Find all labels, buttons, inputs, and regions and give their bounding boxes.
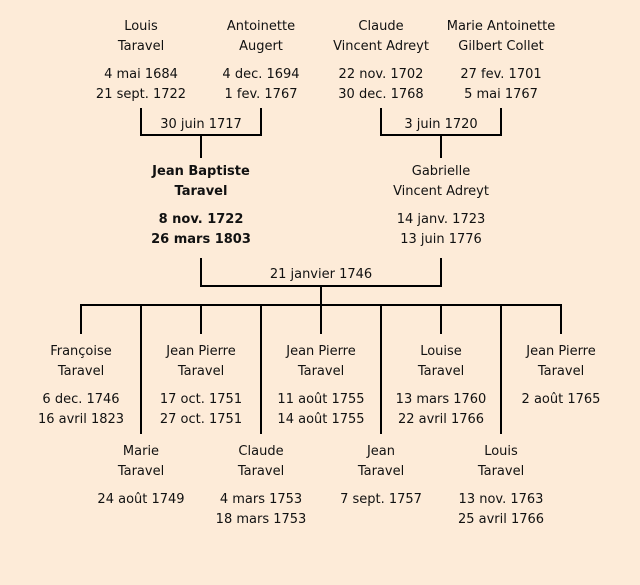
person-last-name: Taravel [357, 464, 405, 479]
person-jean-baptiste-taravel[interactable]: Jean Baptiste Taravel 8 nov. 1722 26 mar… [131, 162, 271, 250]
person-death-date: 13 juin 1776 [400, 232, 482, 247]
person-last-name: Taravel [417, 364, 465, 379]
person-last-name: Taravel [117, 464, 165, 479]
person-first-name: Gabrielle [411, 164, 471, 179]
marriage-date-taravel-augert: 30 juin 1717 [160, 117, 242, 132]
person-first-name: Jean Baptiste [152, 164, 250, 179]
child-marie-taravel[interactable]: Marie Taravel 24 août 1749 [71, 442, 211, 510]
person-last-name: Gilbert Collet [458, 39, 544, 54]
person-death-date: 14 août 1755 [277, 412, 365, 427]
person-last-name: Augert [239, 39, 283, 54]
person-last-name: Taravel [117, 39, 165, 54]
person-death-date: 26 mars 1803 [151, 232, 251, 247]
person-last-name: Taravel [537, 364, 585, 379]
person-birth-date: 17 oct. 1751 [159, 392, 243, 407]
person-birth-date: 13 nov. 1763 [458, 492, 544, 507]
person-birth-date: 24 août 1749 [97, 492, 185, 507]
child-claude-taravel[interactable]: Claude Taravel 4 mars 1753 18 mars 1753 [191, 442, 331, 530]
person-first-name: Claude [358, 19, 404, 34]
person-first-name: Marie [122, 444, 160, 459]
person-birth-date: 27 fev. 1701 [460, 67, 542, 82]
person-gabrielle-vincent-adreyt[interactable]: Gabrielle Vincent Adreyt 14 janv. 1723 1… [371, 162, 511, 250]
person-first-name: Louis [484, 444, 518, 459]
person-death-date: 25 avril 1766 [457, 512, 545, 527]
person-last-name: Taravel [57, 364, 105, 379]
person-birth-date: 14 janv. 1723 [396, 212, 486, 227]
person-birth-date: 4 mars 1753 [219, 492, 303, 507]
person-first-name: Marie Antoinette [446, 19, 556, 34]
person-birth-date: 2 août 1765 [521, 392, 601, 407]
child-louise-taravel[interactable]: Louise Taravel 13 mars 1760 22 avril 176… [371, 342, 511, 430]
marriage-date-parents: 21 janvier 1746 [269, 267, 373, 282]
person-birth-date: 11 août 1755 [277, 392, 365, 407]
person-first-name: Antoinette [226, 19, 296, 34]
person-birth-date: 22 nov. 1702 [338, 67, 424, 82]
person-marie-antoinette-gilbert-collet[interactable]: Marie Antoinette Gilbert Collet 27 fev. … [431, 17, 571, 105]
person-death-date: 30 dec. 1768 [338, 87, 424, 102]
person-first-name: Jean [366, 444, 396, 459]
person-birth-date: 4 mai 1684 [104, 67, 178, 82]
person-death-date: 16 avril 1823 [37, 412, 125, 427]
person-first-name: Jean Pierre [526, 344, 596, 359]
person-death-date: 27 oct. 1751 [159, 412, 243, 427]
person-birth-date: 13 mars 1760 [395, 392, 487, 407]
person-last-name: Taravel [477, 464, 525, 479]
child-jean-pierre-taravel-1755[interactable]: Jean Pierre Taravel 11 août 1755 14 août… [251, 342, 391, 430]
person-death-date: 18 mars 1753 [215, 512, 307, 527]
person-last-name: Taravel [177, 364, 225, 379]
person-birth-date: 7 sept. 1757 [340, 492, 422, 507]
person-last-name: Taravel [174, 184, 228, 199]
person-birth-date: 4 dec. 1694 [222, 67, 300, 82]
person-birth-date: 8 nov. 1722 [158, 212, 244, 227]
child-francoise-taravel[interactable]: Françoise Taravel 6 dec. 1746 16 avril 1… [11, 342, 151, 430]
person-last-name: Taravel [237, 464, 285, 479]
person-first-name: Louis [124, 19, 158, 34]
person-last-name: Vincent Adreyt [333, 39, 429, 54]
person-last-name: Taravel [297, 364, 345, 379]
person-first-name: Jean Pierre [166, 344, 236, 359]
person-first-name: Louise [420, 344, 462, 359]
person-death-date: 5 mai 1767 [464, 87, 538, 102]
person-death-date: 22 avril 1766 [397, 412, 485, 427]
person-first-name: Jean Pierre [286, 344, 356, 359]
person-antoinette-augert[interactable]: Antoinette Augert 4 dec. 1694 1 fev. 176… [191, 17, 331, 105]
marriage-date-adreyt-collet: 3 juin 1720 [404, 117, 478, 132]
person-claude-vincent-adreyt[interactable]: Claude Vincent Adreyt 22 nov. 1702 30 de… [311, 17, 451, 105]
person-birth-date: 6 dec. 1746 [42, 392, 120, 407]
child-jean-pierre-taravel-1751[interactable]: Jean Pierre Taravel 17 oct. 1751 27 oct.… [131, 342, 271, 430]
person-last-name: Vincent Adreyt [393, 184, 489, 199]
person-death-date: 1 fev. 1767 [224, 87, 298, 102]
person-first-name: Françoise [50, 344, 112, 359]
child-jean-taravel[interactable]: Jean Taravel 7 sept. 1757 [311, 442, 451, 510]
child-jean-pierre-taravel-1765[interactable]: Jean Pierre Taravel 2 août 1765 [491, 342, 631, 410]
child-louis-taravel[interactable]: Louis Taravel 13 nov. 1763 25 avril 1766 [431, 442, 571, 530]
person-louis-taravel[interactable]: Louis Taravel 4 mai 1684 21 sept. 1722 [71, 17, 211, 105]
person-first-name: Claude [238, 444, 284, 459]
person-death-date: 21 sept. 1722 [95, 87, 187, 102]
